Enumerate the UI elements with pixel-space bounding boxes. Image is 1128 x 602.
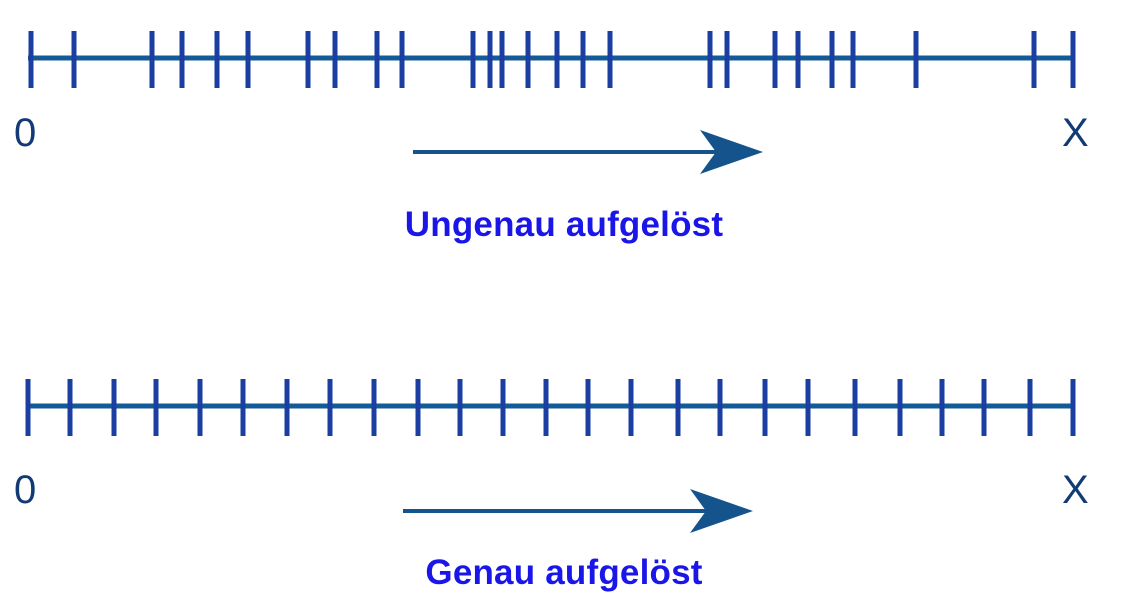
coarse-arrow-head — [700, 130, 763, 174]
fine-arrow-head — [690, 489, 753, 533]
coarse-tick-group — [28, 31, 1076, 88]
coarse-resolution-block: 0 X Ungenau aufgelöst — [0, 0, 1128, 300]
fine-caption: Genau aufgelöst — [425, 553, 703, 592]
fine-axis-start-label: 0 — [14, 468, 37, 512]
fine-resolution-block: 0 X Genau aufgelöst — [0, 347, 1128, 602]
coarse-axis-end-label: X — [1062, 111, 1089, 155]
fine-tick-group — [25, 379, 1076, 436]
coarse-axis-start-label: 0 — [14, 111, 37, 155]
coarse-direction-arrow — [413, 130, 763, 174]
fine-direction-arrow — [403, 489, 753, 533]
fine-axis-end-label: X — [1062, 468, 1089, 512]
fine-ruler-graphic — [25, 379, 1076, 533]
coarse-ruler-graphic — [28, 31, 1076, 174]
coarse-caption: Ungenau aufgelöst — [404, 205, 724, 244]
